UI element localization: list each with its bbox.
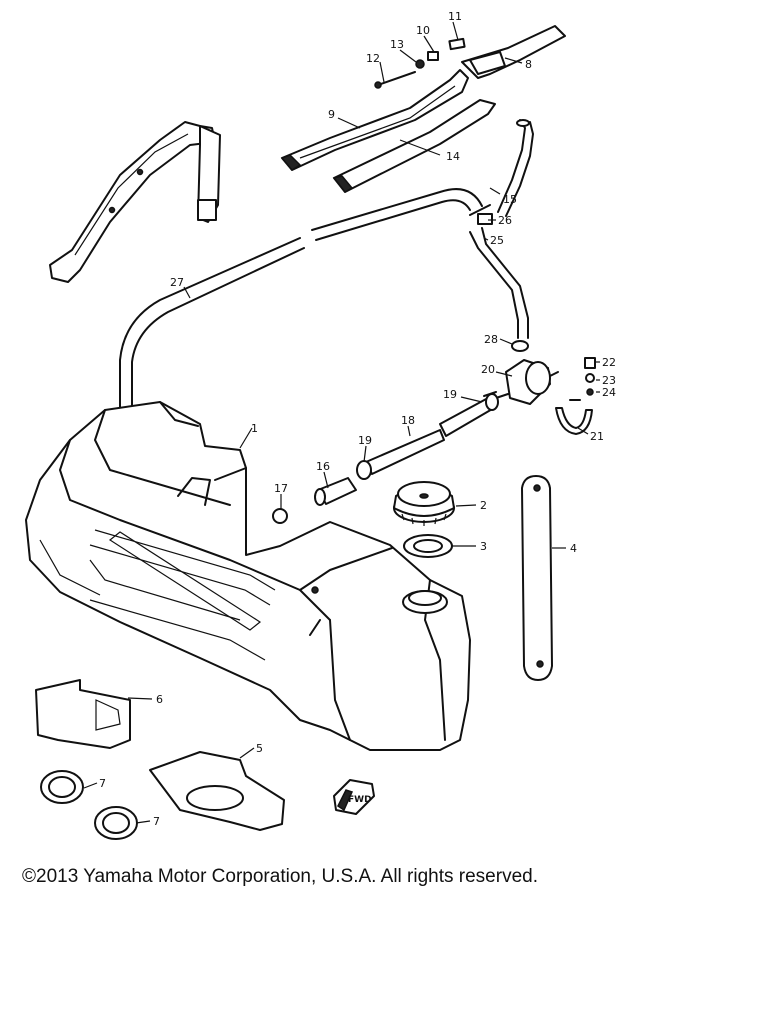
callout-14: 14 — [446, 150, 460, 163]
callout-23: 23 — [602, 374, 616, 387]
callout-25: 25 — [490, 234, 504, 247]
callout-19a: 19 — [358, 434, 372, 447]
callout-22: 22 — [602, 356, 616, 369]
callout-1: 1 — [251, 422, 258, 435]
pad-5 — [149, 751, 285, 831]
callout-18: 18 — [401, 414, 415, 427]
callout-2: 2 — [480, 499, 487, 512]
callout-labels: 1 2 3 4 5 6 7 7 8 9 10 11 12 13 14 15 16… — [99, 10, 616, 828]
tank-strap-left — [49, 121, 221, 283]
callout-17: 17 — [274, 482, 288, 495]
callout-12: 12 — [366, 52, 380, 65]
strap-9 — [280, 69, 469, 171]
callout-10: 10 — [416, 24, 430, 37]
callout-16: 16 — [316, 460, 330, 473]
callout-6: 6 — [156, 693, 163, 706]
copyright-notice: ©2013 Yamaha Motor Corporation, U.S.A. A… — [22, 866, 538, 887]
fitting-16 — [314, 477, 357, 506]
clip-17 — [272, 508, 288, 524]
fuel-tank-exploded-diagram: FWD 1 2 3 4 — [25, 10, 616, 840]
strap-8-and-fasteners — [374, 25, 566, 89]
callout-20: 20 — [481, 363, 495, 376]
callout-7b: 7 — [153, 815, 160, 828]
callout-3: 3 — [480, 540, 487, 553]
fwd-stamp: FWD — [333, 779, 375, 815]
hose-18 — [356, 391, 499, 480]
callout-21: 21 — [590, 430, 604, 443]
callout-7a: 7 — [99, 777, 106, 790]
callout-9: 9 — [328, 108, 335, 121]
bracket-21 — [555, 399, 593, 435]
hose-15-and-fitting — [469, 119, 534, 339]
callout-19b: 19 — [443, 388, 457, 401]
callout-26: 26 — [498, 214, 512, 227]
callout-4: 4 — [570, 542, 577, 555]
bolts-22-24 — [584, 357, 596, 396]
callout-15: 15 — [503, 193, 517, 206]
callout-28: 28 — [484, 333, 498, 346]
callout-27: 27 — [170, 276, 184, 289]
gasket-3 — [403, 534, 453, 558]
ring-7a — [40, 770, 84, 804]
tank-cap-2 — [393, 481, 455, 526]
ring-7b — [94, 806, 138, 840]
strap-4 — [521, 475, 553, 681]
fuel-filter-20 — [495, 340, 559, 405]
callout-8: 8 — [525, 58, 532, 71]
callout-13: 13 — [390, 38, 404, 51]
breather-hose-27 — [119, 188, 483, 419]
callout-5: 5 — [256, 742, 263, 755]
fwd-stamp-text: FWD — [348, 795, 372, 805]
callout-24: 24 — [602, 386, 616, 399]
pad-6 — [35, 679, 131, 749]
fuel-tank-1 — [25, 401, 471, 751]
callout-leaders — [83, 21, 600, 824]
callout-11: 11 — [448, 10, 462, 23]
